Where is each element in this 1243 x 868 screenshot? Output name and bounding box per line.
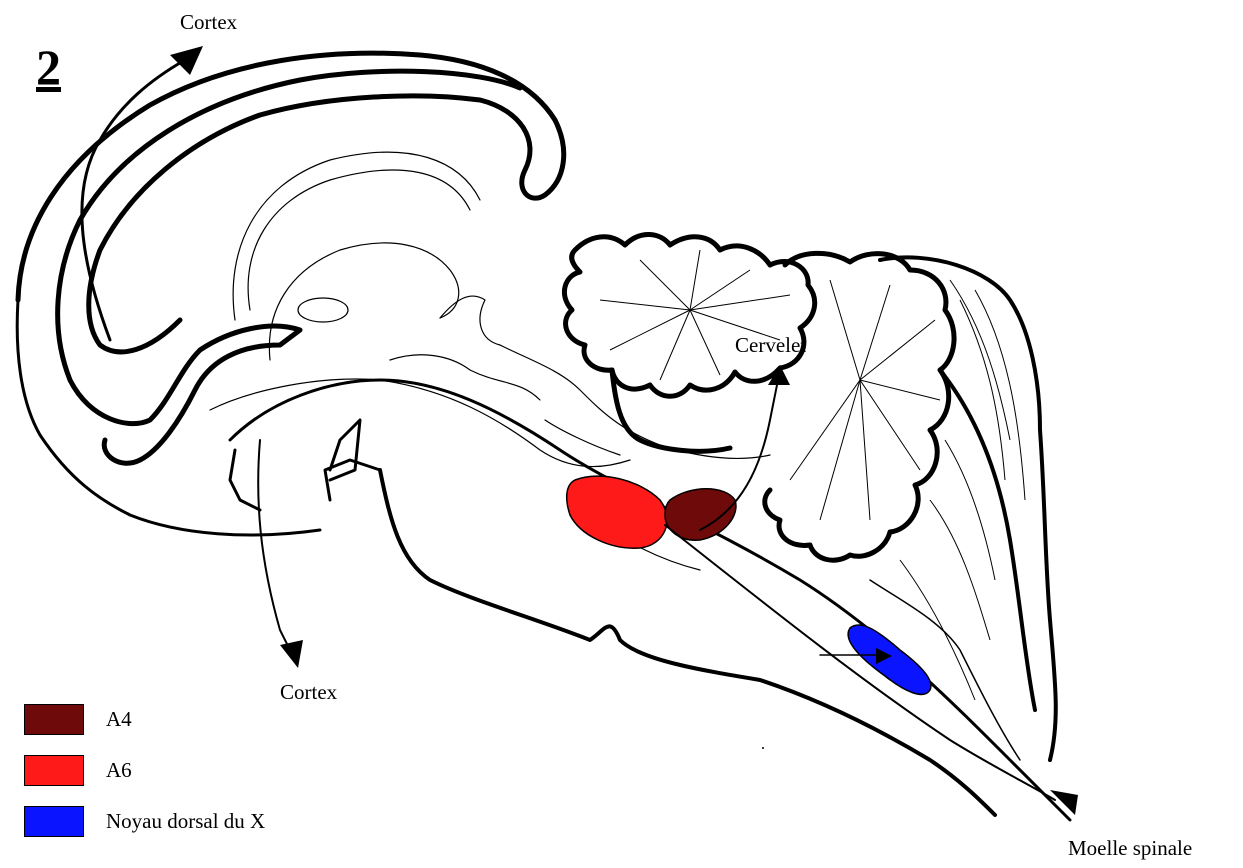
legend-swatch-a4 <box>24 704 84 735</box>
inner-oval <box>298 298 348 322</box>
arrowhead-cortex-bottom <box>280 640 303 668</box>
figure-number: 2 <box>36 38 61 96</box>
a6-nucleus <box>567 476 667 548</box>
legend-label-a4: A4 <box>106 707 132 732</box>
label-cortex-top: Cortex <box>180 10 237 35</box>
arrow-to-cortex-bottom <box>258 440 290 650</box>
legend-swatch-a6 <box>24 755 84 786</box>
arrow-to-moelle <box>665 525 1055 800</box>
label-moelle-spinale: Moelle spinale <box>1068 836 1192 861</box>
noyau-dorsal-x <box>848 625 931 694</box>
cerebellum-right <box>765 253 954 560</box>
arrowhead-cortex-top <box>170 46 203 75</box>
label-cortex-bottom: Cortex <box>280 680 337 705</box>
legend-item-a6: A6 <box>24 755 132 786</box>
hemisphere-outline <box>58 71 520 463</box>
label-cervelet: Cervelet <box>735 333 806 358</box>
legend-label-noyau: Noyau dorsal du X <box>106 809 265 834</box>
legend-label-a6: A6 <box>106 758 132 783</box>
legend-item-a4: A4 <box>24 704 132 735</box>
legend-item-noyau: Noyau dorsal du X <box>24 806 265 837</box>
legend-swatch-noyau <box>24 806 84 837</box>
